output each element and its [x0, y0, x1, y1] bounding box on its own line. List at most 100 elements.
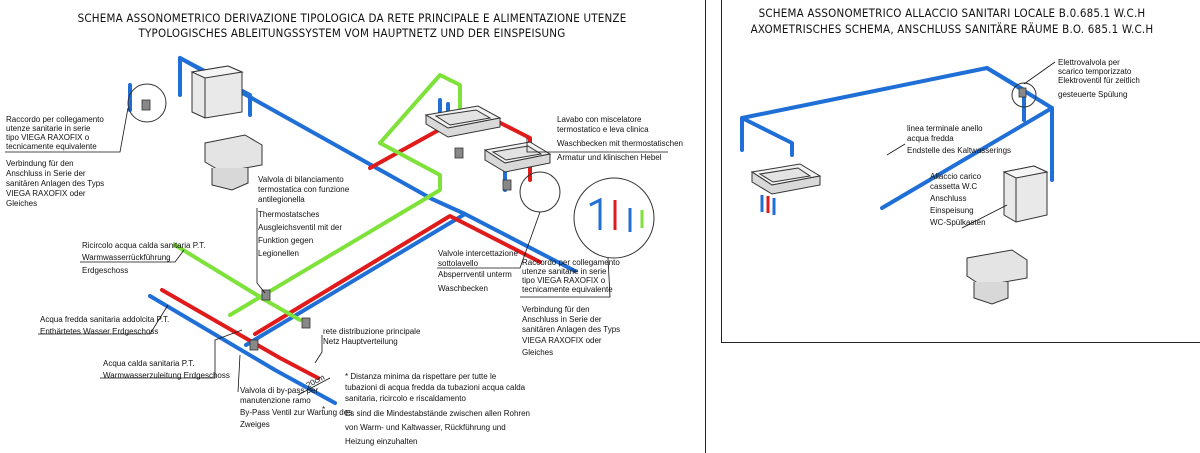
note-it-2: sanitaria, ricircolo e riscaldamento: [345, 394, 466, 403]
right-label-allaccio: Allaccio carico cassetta W.C Anschluss E…: [930, 172, 986, 227]
raccordo2-it-3: tecnicamente equivalente: [522, 285, 613, 294]
valve-markers: [141, 99, 512, 351]
ricircolo-de-1: Erdgeschoss: [82, 266, 128, 275]
allaccio-it-0: Allaccio carico: [930, 172, 982, 181]
valvola-bil-de-3: Legionellen: [258, 249, 299, 258]
elettro-it-1: scarico temporizzato: [1058, 67, 1132, 76]
label-fredda: Acqua fredda sanitaria addolcita P.T. En…: [40, 315, 169, 336]
right-title-it: SCHEMA ASSONOMETRICO ALLACCIO SANITARI L…: [759, 6, 1146, 20]
raccordo2-de-2: sanitären Anlagen des Typs: [522, 325, 620, 334]
raccordo-de-2: sanitären Anlagen des Typs: [6, 179, 104, 188]
raccordo-it-1: utenze sanitarie in serie: [6, 124, 91, 133]
label-intercettazione: Valvole intercettazione sottolavello Abs…: [438, 249, 518, 293]
intercettazione-de-1: Waschbecken: [438, 284, 488, 293]
linea-de: Endstelle des Kaltwasserings: [907, 146, 1011, 155]
fredda-it: Acqua fredda sanitaria addolcita P.T.: [40, 315, 169, 324]
raccordo2-de-4: Gleiches: [522, 348, 553, 357]
raccordo-de-0: Verbindung für den: [6, 159, 74, 168]
ricircolo-it: Ricircolo acqua calda sanitaria P.T.: [82, 241, 205, 250]
valvola-bil-it-0: Valvola di bilanciamento: [258, 175, 344, 184]
elettro-de-1: gesteuerte Spülung: [1058, 90, 1127, 99]
elettro-it-0: Elettrovalvola per: [1058, 58, 1120, 67]
lavabo-it-1: termostatico e leva clinica: [557, 125, 649, 134]
sink-1: [424, 105, 502, 138]
leader-lines: [5, 107, 668, 393]
detail-circle-wc: [127, 83, 167, 123]
raccordo2-de-0: Verbindung für den: [522, 305, 590, 314]
fredda-de: Enthärtetes Wasser Erdgeschoss: [40, 327, 158, 336]
raxofix-detail: [589, 197, 644, 232]
raccordo-de-4: Gleiches: [6, 199, 37, 208]
right-wc-tank: [1002, 165, 1049, 223]
right-label-linea: linea terminale anello acqua fredda Ends…: [907, 124, 1011, 155]
right-pipe-top: [740, 66, 1026, 122]
label-bypass: Valvola di by-pass per manutenzione ramo…: [240, 386, 352, 429]
intercettazione-it-0: Valvole intercettazione: [438, 249, 518, 258]
wc-bowl: [204, 134, 263, 191]
right-sink: [750, 163, 822, 215]
label-ricircolo: Ricircolo acqua calda sanitaria P.T. War…: [82, 241, 205, 275]
wc-tank: [190, 65, 244, 119]
right-pipe-left: [740, 116, 794, 157]
note-de-1: von Warm- und Kaltwasser, Rückführung un…: [345, 423, 506, 432]
valvola-bil-de-0: Thermostatsches: [258, 210, 319, 219]
label-valvola-bilanciamento: Valvola di bilanciamento termostatica co…: [258, 175, 350, 258]
valvola-bil-it-2: antilegionella: [258, 195, 305, 204]
intercettazione-it-1: sottolavello: [438, 259, 479, 268]
lavabo-it-0: Lavabo con miscelatore: [557, 115, 642, 124]
right-wc-bowl: [966, 249, 1028, 305]
hot-branch-pipe: [253, 214, 542, 336]
note-it-0: * Distanza minima da rispettare per tutt…: [345, 372, 497, 381]
raccordo2-it-1: utenze sanitarie in serie: [522, 267, 607, 276]
raccordo2-de-1: Anschluss in Serie der: [522, 315, 602, 324]
bypass-de-1: Zweiges: [240, 420, 270, 429]
raccordo2-it-2: tipo VIEGA RAXOFIX o: [522, 276, 606, 285]
label-lavabo: Lavabo con miscelatore termostatico e le…: [557, 115, 683, 162]
calda-it: Acqua calda sanitaria P.T.: [103, 359, 194, 368]
allaccio-it-1: cassetta W.C: [930, 182, 977, 191]
allaccio-de-2: WC-Spülkasten: [930, 218, 986, 227]
right-diagram-panel: SCHEMA ASSONOMETRICO ALLACCIO SANITARI L…: [721, 0, 1200, 343]
note-de-0: Es sind die Mindestabstände zwischen all…: [345, 409, 530, 418]
sink-2: [483, 141, 552, 173]
rete-it: rete distribuzione principale: [323, 327, 421, 336]
valvola-bil-it-1: termostatica con funzione: [258, 185, 350, 194]
linea-it-1: acqua fredda: [907, 134, 954, 143]
right-electrovalve: [1018, 87, 1027, 98]
raccordo-it-3: tecnicamente equivalente: [6, 142, 97, 151]
note-it-1: tubazioni di acqua fredda da tubazioni a…: [345, 383, 526, 392]
raccordo-de-3: VIEGA RAXOFIX oder: [6, 189, 86, 198]
bypass-it-0: Valvola di by-pass per: [240, 386, 318, 395]
right-title-de: AXOMETRISCHES SCHEMA, ANSCHLUSS SANITÄRE…: [751, 21, 1154, 36]
raccordo2-de-3: VIEGA RAXOFIX oder: [522, 336, 602, 345]
recirc-riser-pipe: [378, 73, 462, 145]
dimension-asterisk: *: [322, 405, 325, 414]
left-diagram-svg: SCHEMA ASSONOMETRICO DERIVAZIONE TIPOLOG…: [5, 11, 683, 446]
left-diagram-panel: SCHEMA ASSONOMETRICO DERIVAZIONE TIPOLOG…: [5, 0, 706, 453]
recirc-branch-pipe: [228, 141, 442, 317]
allaccio-de-0: Anschluss: [930, 194, 966, 203]
ricircolo-de-0: Warmwasserrückführung: [82, 253, 171, 262]
left-title-de: TYPOLOGISCHES ABLEITUNGSSYSTEM VOM HAUPT…: [138, 26, 566, 40]
calda-de: Warmwasserzuleitung Erdgeschoss: [103, 371, 230, 380]
valvola-bil-de-1: Ausgleichsventil mit der: [258, 223, 342, 232]
left-title-it: SCHEMA ASSONOMETRICO DERIVAZIONE TIPOLOG…: [78, 11, 627, 25]
lavabo-de-0: Waschbecken mit thermostatischen: [557, 139, 683, 148]
label-rete: rete distribuzione principale Netz Haupt…: [323, 327, 421, 346]
detail-circle-sink: [519, 171, 561, 213]
lavabo-de-1: Armatur und klinischen Hebel: [557, 153, 662, 162]
intercettazione-de-0: Absperrventil unterm: [438, 270, 512, 279]
elettro-de-0: Elektroventil für zeitlich: [1058, 76, 1140, 85]
note-de-2: Heizung einzuhalten: [345, 437, 418, 446]
right-detail-circle: [1011, 82, 1037, 108]
raccordo2-it-0: Raccordo per collegamento: [522, 258, 620, 267]
raccordo-de-1: Anschluss in Serie der: [6, 169, 86, 178]
label-raccordo-2: Raccordo per collegamento utenze sanitar…: [522, 258, 620, 357]
allaccio-de-1: Einspeisung: [930, 206, 974, 215]
hot-main-pipe: [160, 288, 320, 380]
cold-main-pipe: [148, 294, 337, 405]
rete-de: Netz Hauptverteilung: [323, 337, 398, 346]
linea-it-0: linea terminale anello: [907, 124, 983, 133]
right-diagram-svg: SCHEMA ASSONOMETRICO ALLACCIO SANITARI L…: [740, 6, 1154, 305]
raccordo-it-2: tipo VIEGA RAXOFIX o: [6, 133, 90, 142]
